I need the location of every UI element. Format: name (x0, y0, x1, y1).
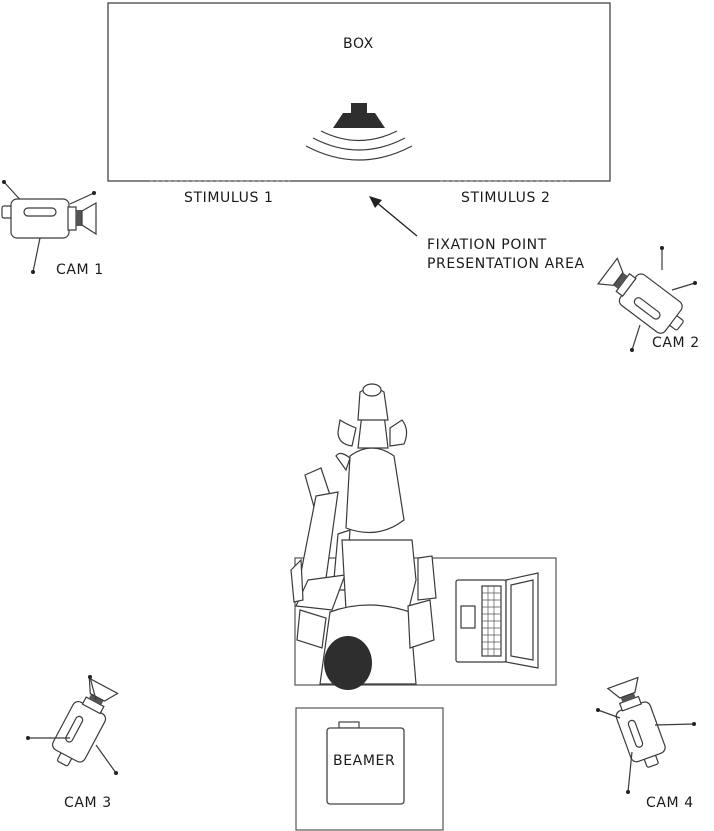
camera-icon (596, 257, 684, 334)
camera-icon (1, 180, 97, 274)
stimulus-2-label: STIMULUS 2 (461, 190, 551, 206)
cam-3-label: CAM 3 (64, 795, 112, 811)
cam-4-label: CAM 4 (646, 795, 694, 811)
fixation-label-line2: PRESENTATION AREA (427, 256, 585, 272)
arrow-icon (369, 196, 418, 237)
cam-1-label: CAM 1 (56, 262, 104, 278)
box-outline (107, 2, 611, 182)
box-label: BOX (343, 36, 374, 52)
stimulus-1-label: STIMULUS 1 (184, 190, 274, 206)
cam-2-label: CAM 2 (652, 335, 700, 351)
camera-icon (52, 677, 119, 767)
fixation-label-line1: FIXATION POINT (427, 237, 547, 253)
beamer-label: BEAMER (333, 753, 396, 769)
beamer-icon (326, 721, 405, 805)
person-icon (290, 467, 437, 690)
beamer-table (295, 707, 444, 831)
dog-icon (335, 383, 408, 534)
laptop-icon (455, 572, 539, 669)
camera-icon (606, 676, 666, 768)
speaker-icon (305, 103, 413, 161)
